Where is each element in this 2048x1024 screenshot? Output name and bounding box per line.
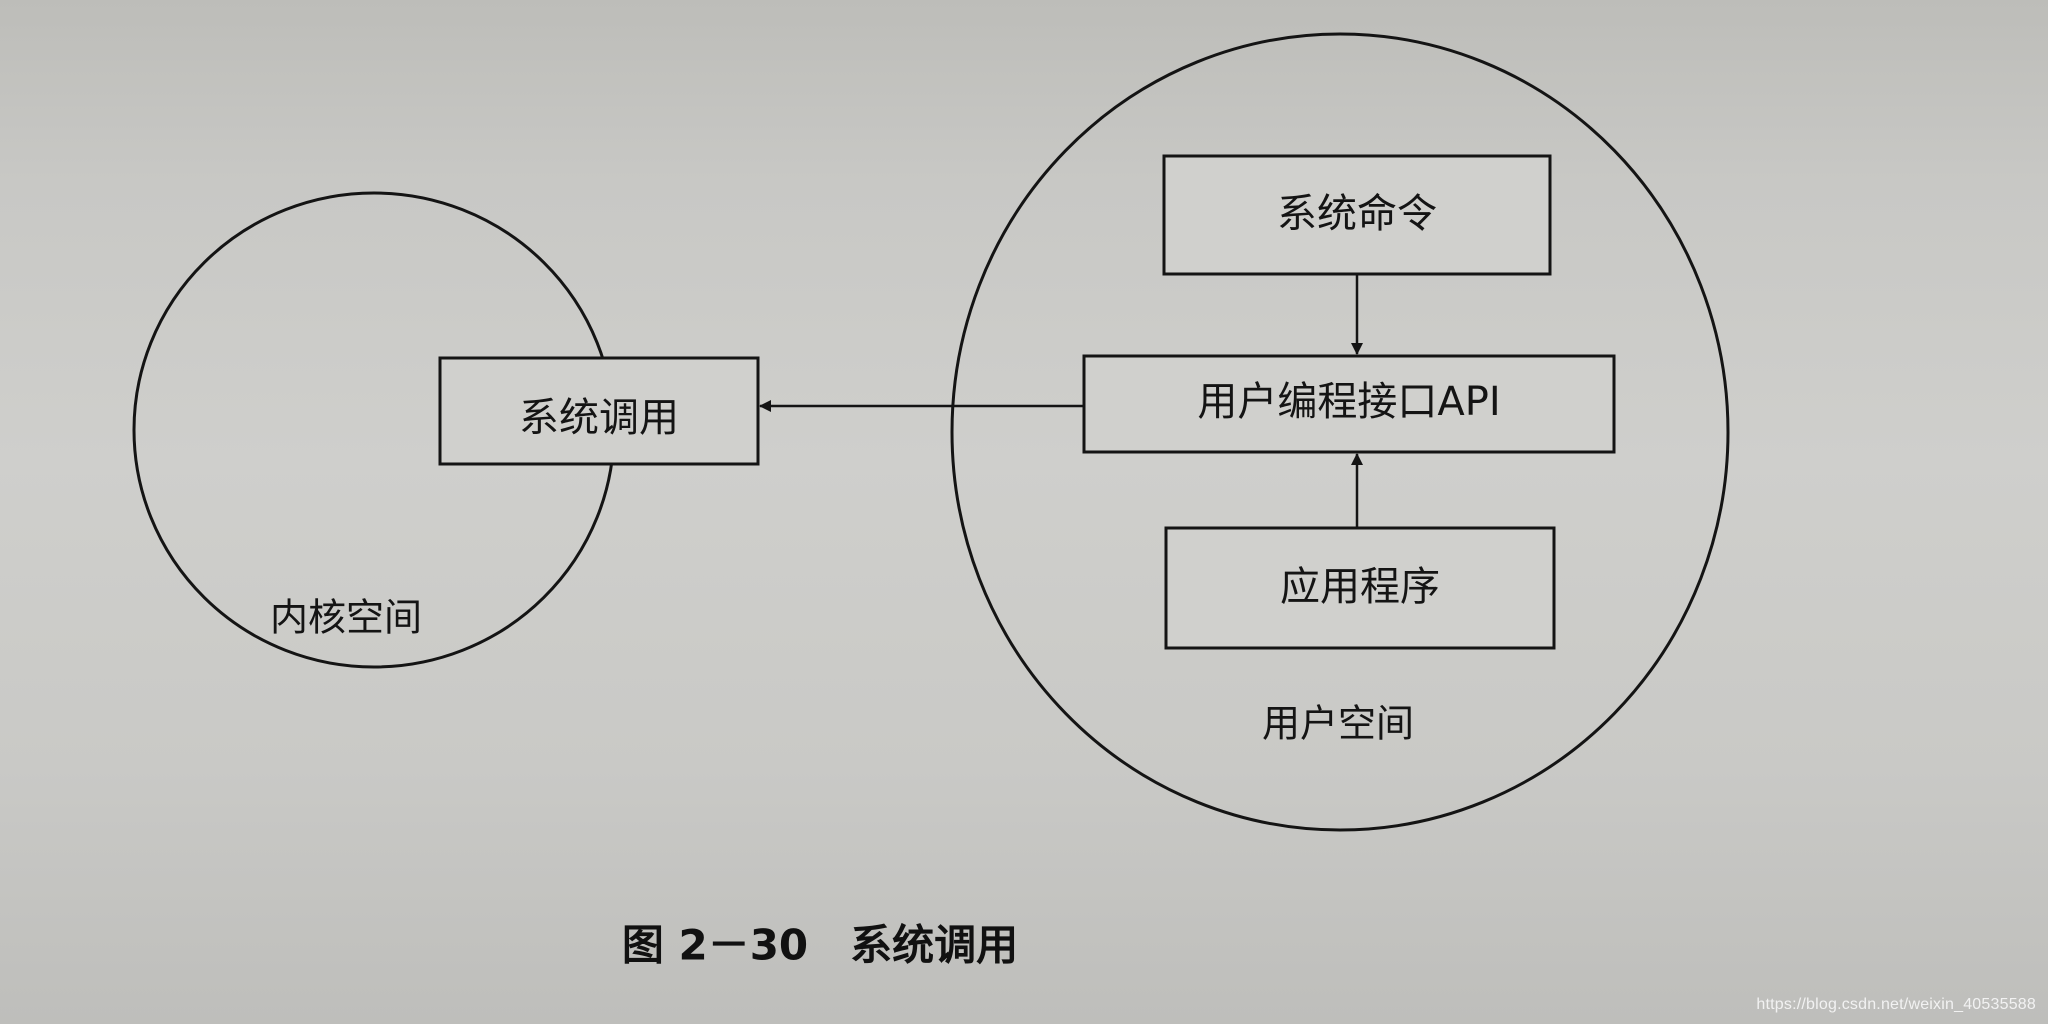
application-label: 应用程序 — [1280, 564, 1440, 610]
kernel-space-label: 内核空间 — [270, 596, 422, 640]
user-api-label: 用户编程接口API — [1197, 379, 1500, 425]
system-commands-label: 系统命令 — [1277, 191, 1437, 237]
application-box — [1164, 526, 1556, 650]
user-space-circle — [950, 32, 1730, 832]
system-call-box — [438, 356, 760, 466]
figure-caption: 图 2－30 系统调用 — [622, 921, 1018, 970]
watermark: https://blog.csdn.net/weixin_40535588 — [1756, 996, 2036, 1013]
user-api-box — [1082, 354, 1616, 454]
system-call-label: 系统调用 — [519, 395, 679, 441]
user-space-label: 用户空间 — [1262, 702, 1414, 746]
